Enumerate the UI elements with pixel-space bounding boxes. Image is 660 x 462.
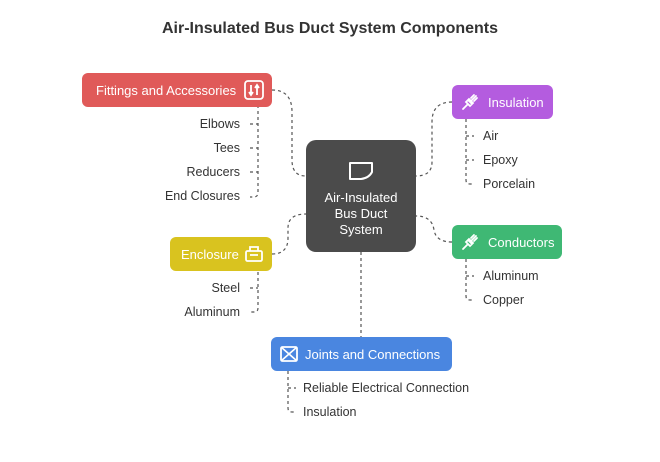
fittings-item-end-closures: End Closures <box>164 189 240 203</box>
fittings-node: Fittings and Accessories <box>82 73 272 107</box>
fittings-item-elbows: Elbows <box>199 117 240 131</box>
insulation-item-epoxy: Epoxy <box>483 153 518 167</box>
center-label-line-3: System <box>339 222 383 237</box>
center-label-line-1: Air-Insulated <box>324 190 398 205</box>
center-label-line-2: Bus Duct <box>334 206 388 221</box>
conductors-label: Conductors <box>488 234 555 250</box>
joints-item-insulation: Insulation <box>303 405 357 419</box>
document-icon <box>347 160 375 186</box>
insulation-label: Insulation <box>488 94 544 110</box>
joints-item-reliable-connection: Reliable Electrical Connection <box>303 381 470 395</box>
conductors-item-copper: Copper <box>483 293 524 307</box>
plug-icon <box>460 92 480 112</box>
enclosure-node: Enclosure <box>170 237 272 271</box>
diagram-title: Air-Insulated Bus Duct System Components <box>161 20 499 37</box>
enclosure-label: Enclosure <box>181 246 239 262</box>
insulation-item-air: Air <box>483 129 499 143</box>
insulation-node: Insulation <box>452 85 553 119</box>
fittings-icon <box>244 80 264 100</box>
conductors-node: Conductors <box>452 225 562 259</box>
center-node: Air-Insulated Bus Duct System <box>306 140 416 252</box>
joints-label: Joints and Connections <box>305 346 441 362</box>
enclosure-item-steel: Steel <box>211 281 241 295</box>
joints-node: Joints and Connections <box>271 337 452 371</box>
fittings-item-reducers: Reducers <box>186 165 241 179</box>
insulation-item-porcelain: Porcelain <box>483 177 536 191</box>
enclosure-item-aluminum: Aluminum <box>184 305 240 319</box>
conductors-item-aluminum: Aluminum <box>483 269 539 283</box>
plug-icon <box>460 232 480 252</box>
fittings-item-tees: Tees <box>213 141 240 155</box>
enclosure-icon <box>244 244 264 264</box>
joints-icon <box>279 344 299 364</box>
fittings-label: Fittings and Accessories <box>96 82 237 98</box>
